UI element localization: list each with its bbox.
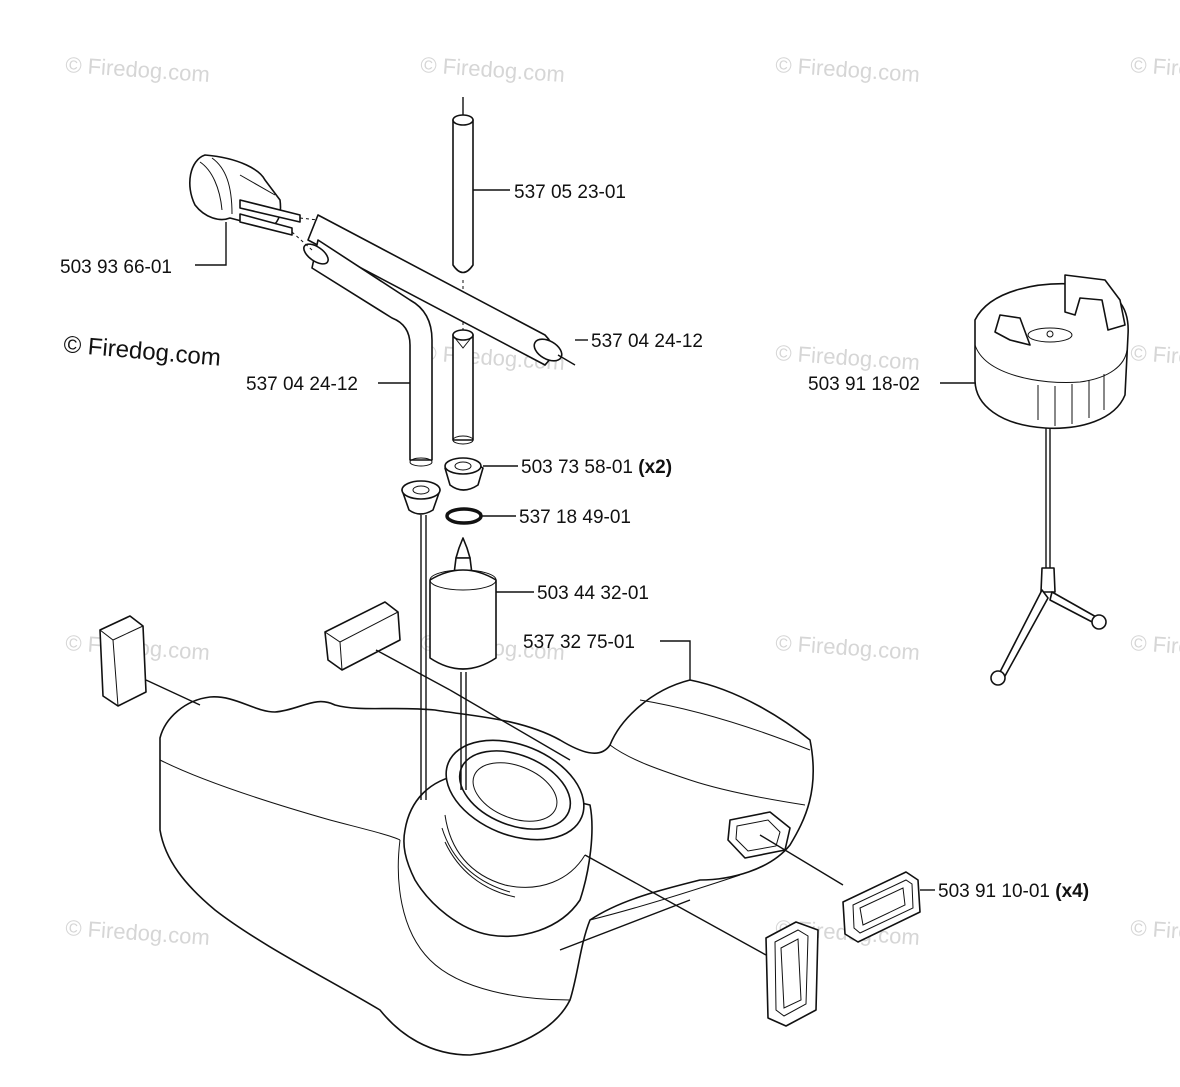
- part-label-503-44-32-01: 503 44 32-01: [537, 583, 649, 604]
- watermark-primary: © Firedog.com: [62, 331, 221, 372]
- hose-grommet-1: [444, 457, 484, 491]
- fuel-pickup-weight: [990, 428, 1107, 686]
- watermark: © Firedog.com: [1130, 340, 1180, 375]
- part-label-503-93-66-01: 503 93 66-01: [60, 257, 172, 278]
- fuel-cap: [974, 274, 1129, 430]
- watermark: © Firedog.com: [775, 52, 921, 87]
- watermark: © Firedog.com: [65, 915, 211, 950]
- fuel-hose-segment: [452, 329, 474, 445]
- o-ring: [445, 507, 483, 525]
- grommet-bottom: [765, 921, 819, 1027]
- watermark: © Firedog.com: [775, 340, 921, 375]
- fuel-hose-upper: [307, 214, 563, 366]
- watermark: © Firedog.com: [1130, 52, 1180, 87]
- primer-bulb-fitting: [189, 154, 319, 251]
- grommet-right: [842, 871, 921, 943]
- part-label-537-18-49-01: 537 18 49-01: [519, 507, 631, 528]
- part-label-537-05-23-01: 537 05 23-01: [514, 182, 626, 203]
- watermark: © Firedog.com: [65, 52, 211, 87]
- part-label-503-91-10-01: 503 91 10-01 (x4): [938, 881, 1089, 902]
- hose-grommet-2: [401, 480, 441, 515]
- watermark: © Firedog.com: [1130, 915, 1180, 950]
- part-label-537-32-75-01: 537 32 75-01: [523, 632, 635, 653]
- watermark: © Firedog.com: [1130, 630, 1180, 665]
- fuel-filter: [429, 537, 497, 670]
- grommet-left: [99, 615, 147, 707]
- fuel-tank: [159, 679, 814, 1056]
- watermark: © Firedog.com: [775, 630, 921, 665]
- part-label-537-04-24-12-lower: 537 04 24-12: [246, 374, 358, 395]
- part-label-503-91-18-02: 503 91 18-02: [808, 374, 920, 395]
- grommet-top: [324, 601, 401, 671]
- part-label-537-04-24-12-upper: 537 04 24-12: [591, 331, 703, 352]
- watermark: © Firedog.com: [420, 52, 566, 87]
- vent-hose: [452, 114, 474, 274]
- part-label-503-73-58-01: 503 73 58-01 (x2): [521, 457, 672, 478]
- fuel-hose-lower: [303, 239, 433, 467]
